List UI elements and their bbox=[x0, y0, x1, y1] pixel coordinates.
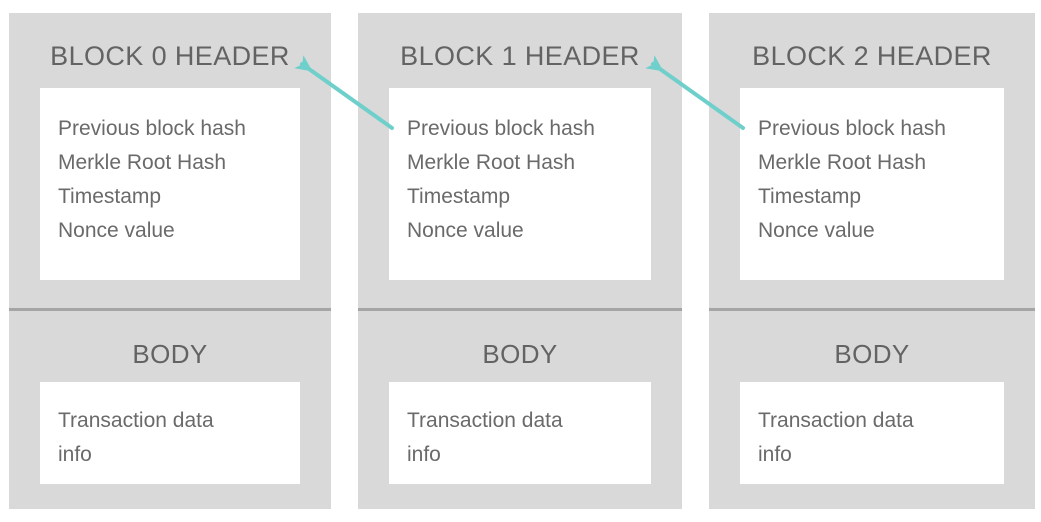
block-2-header-box: Previous block hash Merkle Root Hash Tim… bbox=[740, 88, 1004, 280]
block-2-header-title: BLOCK 2 HEADER bbox=[752, 41, 992, 71]
block-1-field-merkle-root-hash: Merkle Root Hash bbox=[407, 151, 576, 174]
block-0-divider bbox=[9, 308, 331, 311]
block-2-body-title: BODY bbox=[834, 339, 910, 369]
block-0-tx-line-2: info bbox=[58, 443, 92, 466]
block-1-header-box: Previous block hash Merkle Root Hash Tim… bbox=[389, 88, 651, 280]
block-0-field-timestamp: Timestamp bbox=[58, 185, 162, 208]
block-0-header-title: BLOCK 0 HEADER bbox=[50, 41, 290, 71]
block-0-tx-line-1: Transaction data bbox=[58, 409, 214, 432]
block-1-field-timestamp: Timestamp bbox=[407, 185, 511, 208]
block-1-body-title: BODY bbox=[482, 339, 558, 369]
block-0-body-box: Transaction data info bbox=[40, 382, 300, 484]
block-2-divider bbox=[709, 308, 1035, 311]
block-2-field-previous-block-hash: Previous block hash bbox=[758, 117, 946, 140]
block-1-field-previous-block-hash: Previous block hash bbox=[407, 117, 595, 140]
block-2[interactable]: BLOCK 2 HEADER Previous block hash Merkl… bbox=[709, 13, 1035, 509]
block-0-field-previous-block-hash: Previous block hash bbox=[58, 117, 246, 140]
block-2-field-timestamp: Timestamp bbox=[758, 185, 862, 208]
block-0-field-merkle-root-hash: Merkle Root Hash bbox=[58, 151, 227, 174]
block-2-tx-line-1: Transaction data bbox=[758, 409, 914, 432]
block-2-field-merkle-root-hash: Merkle Root Hash bbox=[758, 151, 927, 174]
block-2-body-box: Transaction data info bbox=[740, 382, 1004, 484]
block-1-body-box: Transaction data info bbox=[389, 382, 651, 484]
block-1-divider bbox=[358, 308, 682, 311]
block-0-header-box: Previous block hash Merkle Root Hash Tim… bbox=[40, 88, 300, 280]
block-2-field-nonce-value: Nonce value bbox=[758, 219, 875, 242]
block-1[interactable]: BLOCK 1 HEADER Previous block hash Merkl… bbox=[358, 13, 682, 509]
block-0-body-title: BODY bbox=[132, 339, 208, 369]
block-1-tx-line-1: Transaction data bbox=[407, 409, 563, 432]
block-1-field-nonce-value: Nonce value bbox=[407, 219, 524, 242]
block-1-tx-line-2: info bbox=[407, 443, 441, 466]
block-0[interactable]: BLOCK 0 HEADER Previous block hash Merkl… bbox=[9, 13, 331, 509]
block-2-tx-line-2: info bbox=[758, 443, 792, 466]
block-1-header-title: BLOCK 1 HEADER bbox=[400, 41, 640, 71]
block-0-field-nonce-value: Nonce value bbox=[58, 219, 175, 242]
